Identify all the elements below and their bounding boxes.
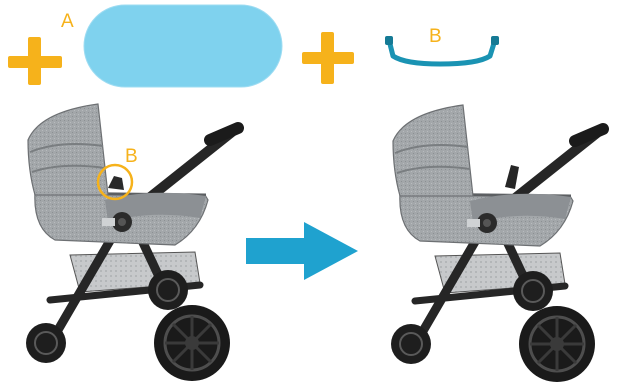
bumper-bar-icon [385,36,499,64]
mounted-part-label: B [125,146,138,167]
arrow-right-icon [246,222,358,280]
plus-icon [302,32,354,84]
mattress-pad-icon [84,5,282,87]
stroller-after [391,105,603,382]
bumper-bar-label: B [429,26,442,47]
plus-icon [8,37,62,85]
mattress-label: A [61,11,74,32]
